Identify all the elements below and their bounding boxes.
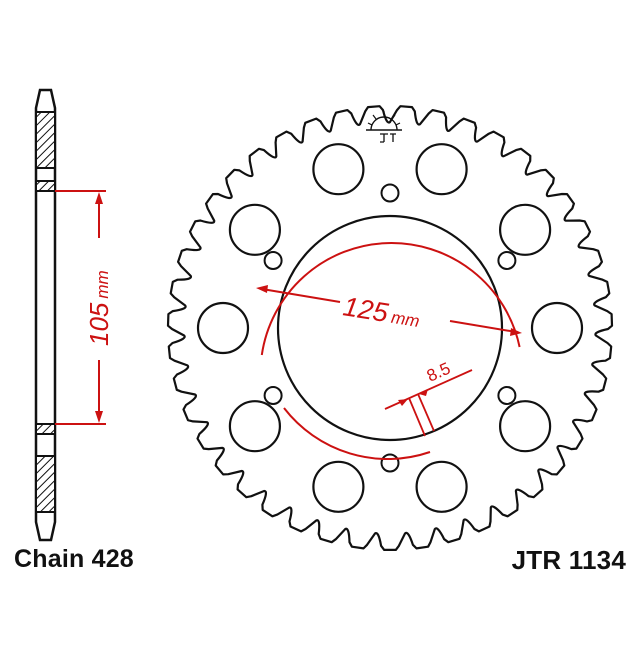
pcd-unit: mm	[390, 308, 421, 331]
pcd-value: 125	[341, 291, 391, 328]
bolt-hole	[497, 251, 517, 270]
lightening-hole	[498, 400, 552, 453]
lightening-hole	[312, 460, 365, 513]
hole-dimension: 8.5	[384, 359, 473, 437]
pcd-dimension: 125mm	[256, 285, 522, 336]
pcd-arc-lower	[283, 407, 431, 460]
lightening-holes	[196, 143, 584, 513]
side-dimension-label: 105 mm	[84, 270, 114, 346]
lightening-hole	[228, 400, 281, 453]
side-dimension-unit: mm	[93, 270, 112, 298]
side-dimension-value: 105	[84, 302, 114, 346]
pcd-dim-line-right	[449, 320, 517, 333]
side-arrow-bottom	[95, 411, 103, 423]
hole-leader-left	[408, 397, 426, 437]
lightening-hole	[415, 143, 468, 196]
lightening-hole	[530, 301, 584, 355]
bolt-hole	[263, 251, 283, 270]
bolt-holes	[263, 183, 517, 473]
lightening-hole	[228, 203, 281, 256]
hole-arrow-left	[398, 399, 408, 406]
side-dimension: 105 mm	[55, 190, 114, 425]
hatch-top	[35, 111, 56, 169]
bolt-hole	[497, 386, 517, 405]
side-profile	[34, 88, 57, 542]
chain-label: Chain 428	[14, 545, 134, 573]
hole-dim-line	[384, 369, 473, 410]
pcd-arrow-right	[510, 328, 522, 336]
pcd-dim-line-left	[261, 288, 341, 303]
jt-sun-logo-icon	[366, 111, 402, 143]
pcd-arrow-left	[256, 285, 268, 293]
hatch-upper-band	[35, 180, 56, 192]
hatch-lower-band	[35, 423, 56, 435]
pcd-label: 125mm	[341, 291, 422, 333]
lightening-hole	[498, 203, 552, 256]
side-arrow-top	[95, 192, 103, 204]
hole-arrow-right	[419, 389, 428, 396]
hole-leader-right	[417, 393, 435, 432]
lightening-hole	[415, 460, 468, 513]
part-number: JTR 1134	[511, 545, 626, 575]
bolt-hole	[380, 453, 400, 473]
bolt-hole	[380, 183, 400, 203]
lightening-hole	[312, 143, 365, 196]
sprocket	[166, 105, 614, 551]
pcd-arc	[260, 242, 521, 356]
center-bore	[276, 214, 504, 442]
bolt-hole	[263, 386, 283, 405]
lightening-hole	[196, 301, 250, 355]
hatch-bottom	[35, 455, 56, 513]
